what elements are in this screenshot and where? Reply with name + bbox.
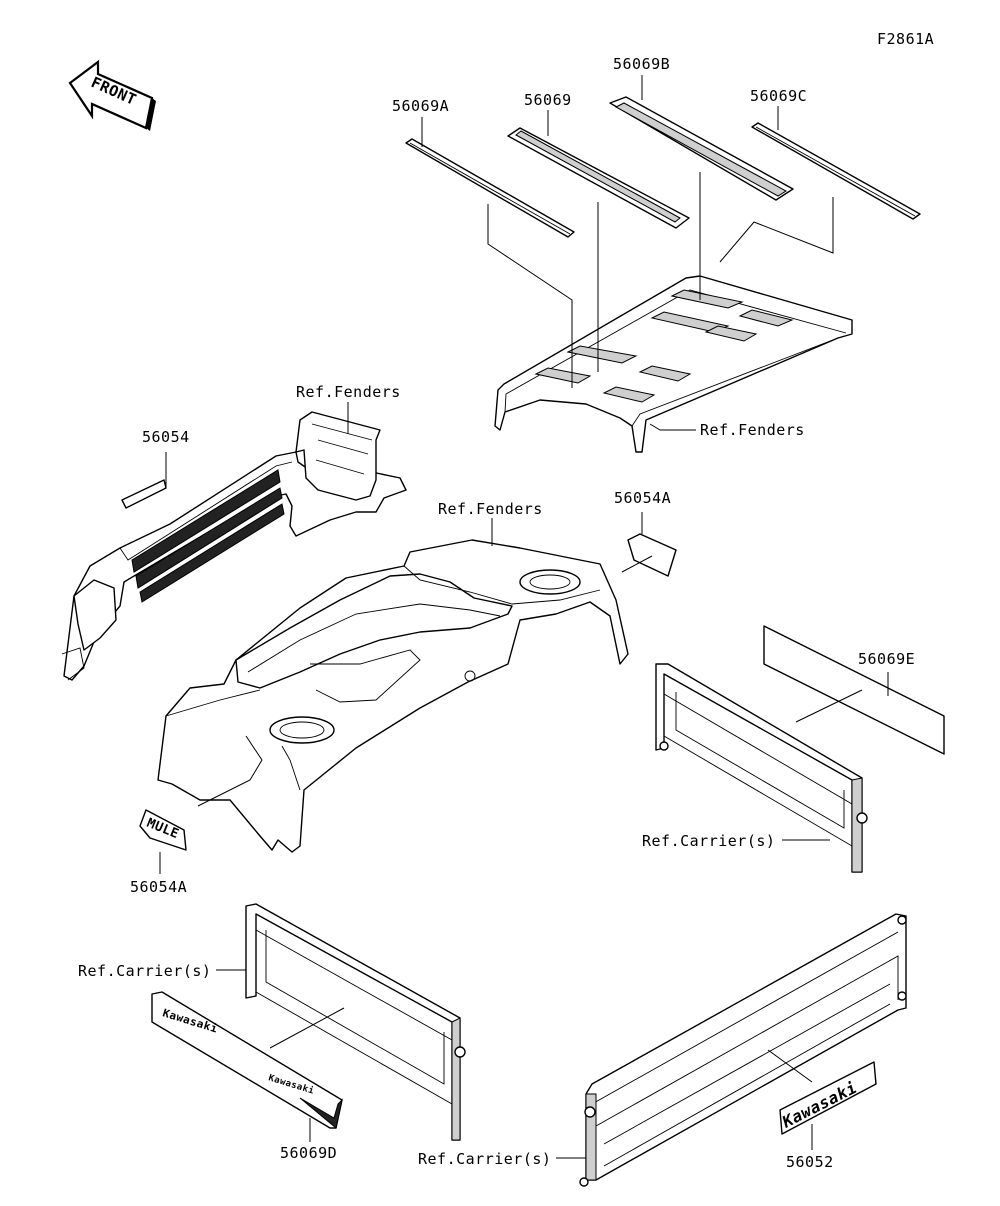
tailgate bbox=[579, 913, 907, 1187]
decal-56069E bbox=[763, 625, 945, 755]
label-56069B: 56069B bbox=[613, 55, 670, 73]
front-arrow-icon: FRONT bbox=[68, 59, 156, 131]
leader-ref-fenders-roof bbox=[649, 423, 696, 431]
label-56069: 56069 bbox=[524, 91, 572, 109]
strip-56069C bbox=[751, 122, 921, 220]
label-56069E: 56069E bbox=[858, 650, 915, 668]
label-56069A: 56069A bbox=[392, 97, 449, 115]
label-56069C: 56069C bbox=[750, 87, 807, 105]
label-56069D: 56069D bbox=[280, 1144, 337, 1162]
figure-code: F2861A bbox=[877, 30, 934, 48]
leader-56054A-body bbox=[197, 735, 263, 807]
leader-56069C-roof bbox=[719, 197, 834, 263]
leader-56069D-panel bbox=[269, 1007, 345, 1049]
carrier-side-left bbox=[245, 903, 466, 1141]
label-ref-carrier-right: Ref.Carrier(s) bbox=[642, 832, 775, 850]
strip-56069 bbox=[507, 127, 690, 229]
label-ref-fenders-grille: Ref.Fenders bbox=[296, 383, 401, 401]
label-ref-carrier-left: Ref.Carrier(s) bbox=[78, 962, 211, 980]
leader-56054A-top-body bbox=[621, 555, 653, 573]
roof-recesses bbox=[534, 289, 794, 403]
strip-56069B bbox=[609, 96, 794, 201]
front-grille bbox=[61, 411, 407, 681]
leader-56069A-roof bbox=[487, 204, 573, 388]
decal-56052: Kawasaki bbox=[778, 1061, 877, 1135]
grille-slots bbox=[131, 469, 285, 603]
label-56052: 56052 bbox=[786, 1153, 834, 1171]
decal-56069D: Kawasaki Kawasaki bbox=[151, 991, 343, 1129]
rear-fender-body bbox=[157, 539, 629, 853]
label-ref-carrier-tailgate: Ref.Carrier(s) bbox=[418, 1150, 551, 1168]
label-56054: 56054 bbox=[142, 428, 190, 446]
leader-56052-panel bbox=[767, 1049, 813, 1083]
label-56054A-top: 56054A bbox=[614, 489, 671, 507]
carrier-side-right bbox=[655, 663, 868, 873]
label-56054A-bottom: 56054A bbox=[130, 878, 187, 896]
leader-56069E-panel bbox=[795, 689, 863, 723]
decal-56054A-top bbox=[627, 533, 677, 577]
label-ref-fenders-roof: Ref.Fenders bbox=[700, 421, 805, 439]
decal-56054A-mule: MULE bbox=[139, 809, 187, 851]
label-ref-fenders-rear: Ref.Fenders bbox=[438, 500, 543, 518]
decal-56054 bbox=[121, 479, 167, 509]
strip-56069A bbox=[405, 138, 575, 238]
roof-panel bbox=[494, 275, 853, 453]
